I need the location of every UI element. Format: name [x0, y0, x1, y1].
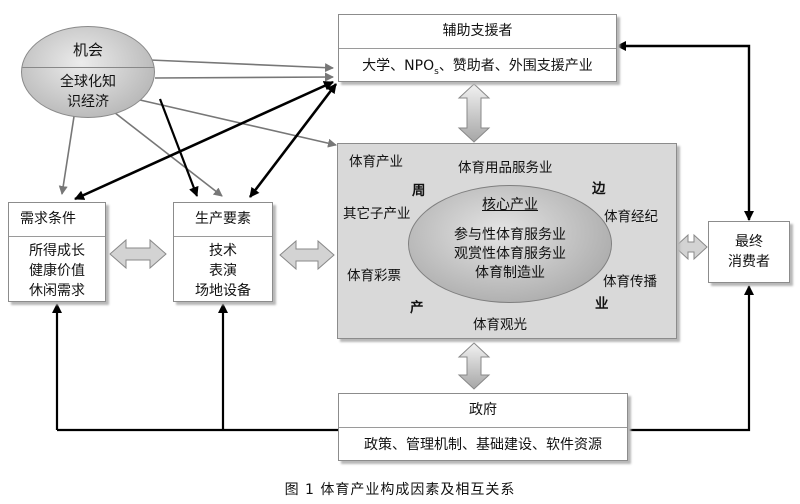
government-title: 政府: [339, 394, 627, 428]
consumer-line1: 最终: [735, 234, 763, 250]
support-box: 辅助支援者 大学、NPOs、赞助者、外围支援产业: [338, 14, 617, 82]
consumer-line2: 消费者: [728, 254, 770, 270]
support-body-prefix: 大学、NPO: [362, 58, 435, 74]
link-gov-consumer: [628, 285, 754, 432]
block-arrow-demand-production: [109, 238, 167, 270]
link-opportunity-support-2: [154, 72, 334, 82]
consumer-box: 最终 消费者: [708, 221, 790, 283]
core-item: 参与性体育服务业: [454, 227, 566, 243]
opportunity-line2: 识经济: [67, 94, 109, 110]
demand-item: 休闲需求: [29, 283, 85, 299]
core-item: 体育制造业: [475, 265, 545, 281]
peripheral-label-media: 体育传播: [603, 274, 657, 290]
demand-title: 需求条件: [9, 203, 105, 237]
support-body-sub: s: [434, 66, 439, 77]
peripheral-label-brokerage: 体育经纪: [604, 209, 658, 225]
peripheral-char-zhou: 周: [412, 183, 426, 199]
demand-item: 所得成长: [29, 243, 85, 259]
core-item: 观赏性体育服务业: [454, 246, 566, 262]
opportunity-divider: [22, 67, 154, 68]
link-opportunity-demand: [58, 109, 76, 195]
production-item: 技术: [209, 243, 237, 259]
support-body: 大学、NPOs、赞助者、外围支援产业: [339, 56, 616, 82]
peripheral-label-tourism: 体育观光: [473, 317, 527, 333]
link-consumer-support: [616, 41, 754, 221]
industry-box: 体育产业 体育用品服务业 周 边 其它子产业 体育经纪 体育彩票 体育传播 产 …: [337, 143, 677, 339]
block-arrow-industry-consumer: [674, 233, 708, 261]
block-arrow-industry-government: [457, 342, 491, 390]
figure-caption: 图 1 体育产业构成因素及相互关系: [284, 482, 516, 498]
production-item: 场地设备: [195, 283, 251, 299]
demand-item: 健康价值: [29, 263, 85, 279]
peripheral-label-sports-industry: 体育产业: [349, 154, 403, 170]
opportunity-line1: 全球化知: [60, 74, 116, 90]
peripheral-label-other: 其它子产业: [343, 206, 411, 222]
core-title: 核心产业: [482, 197, 538, 213]
peripheral-char-chan: 产: [410, 300, 424, 316]
link-opportunity-support-1: [149, 59, 334, 73]
production-title: 生产要素: [174, 203, 272, 237]
block-arrow-production-industry: [279, 239, 335, 271]
link-production-support: [248, 83, 338, 198]
block-arrow-support-industry: [457, 83, 491, 143]
support-body-suffix: 、赞助者、外围支援产业: [438, 58, 593, 74]
opportunity-title: 机会: [72, 41, 103, 59]
link-production-opportunity: [158, 98, 199, 197]
peripheral-char-bian: 边: [592, 181, 606, 197]
peripheral-char-ye: 业: [595, 296, 609, 312]
government-body: 政策、管理机制、基础建设、软件资源: [364, 437, 602, 453]
opportunity-ellipse: 机会 全球化知 识经济: [21, 26, 155, 118]
link-opportunity-production: [109, 108, 223, 197]
production-item: 表演: [209, 263, 237, 279]
production-box: 生产要素 技术 表演 场地设备: [173, 202, 273, 302]
support-title: 辅助支援者: [339, 15, 616, 49]
peripheral-label-lottery: 体育彩票: [347, 268, 401, 284]
peripheral-label-sporting-goods: 体育用品服务业: [458, 160, 553, 176]
demand-box: 需求条件 所得成长 健康价值 休闲需求: [8, 202, 106, 302]
government-box: 政府 政策、管理机制、基础建设、软件资源: [338, 393, 628, 461]
core-industry-ellipse: 核心产业 参与性体育服务业 观赏性体育服务业 体育制造业: [408, 185, 612, 303]
